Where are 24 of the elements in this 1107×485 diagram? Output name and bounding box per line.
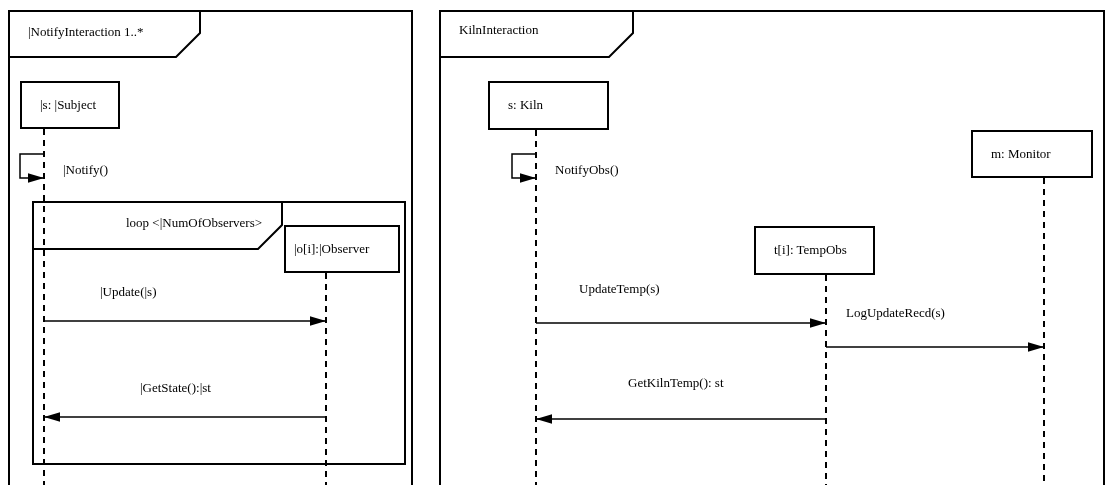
object-name: |s: |Subject [40,97,97,112]
message-label: |Notify() [63,162,109,177]
message-label: LogUpdateRecd(s) [846,305,945,320]
message-arrow [511,153,537,183]
message-arrow [535,318,827,328]
interaction-frame [439,10,1105,485]
message-label: |Update(|s) [100,284,157,299]
message-arrow [43,316,327,326]
message-label: UpdateTemp(s) [579,281,660,296]
message-arrow [535,414,827,424]
frame-title: |NotifyInteraction 1..* [28,24,144,39]
frame-title: loop <|NumOfObservers> [126,215,263,230]
interaction-frame [8,10,413,485]
message-label: |GetState():|st [140,380,211,395]
object-name: |o[i]:|Observer [294,241,370,256]
message-label: NotifyObs() [555,162,619,177]
message-label: GetKilnTemp(): st [628,375,724,390]
object-name: m: Monitor [991,146,1051,161]
message-arrow [43,412,327,422]
message-arrow [825,342,1045,352]
object-name: t[i]: TempObs [774,242,847,257]
message-arrow [19,153,45,183]
frame-title: KilnInteraction [459,22,539,37]
object-name: s: Kiln [508,97,544,112]
